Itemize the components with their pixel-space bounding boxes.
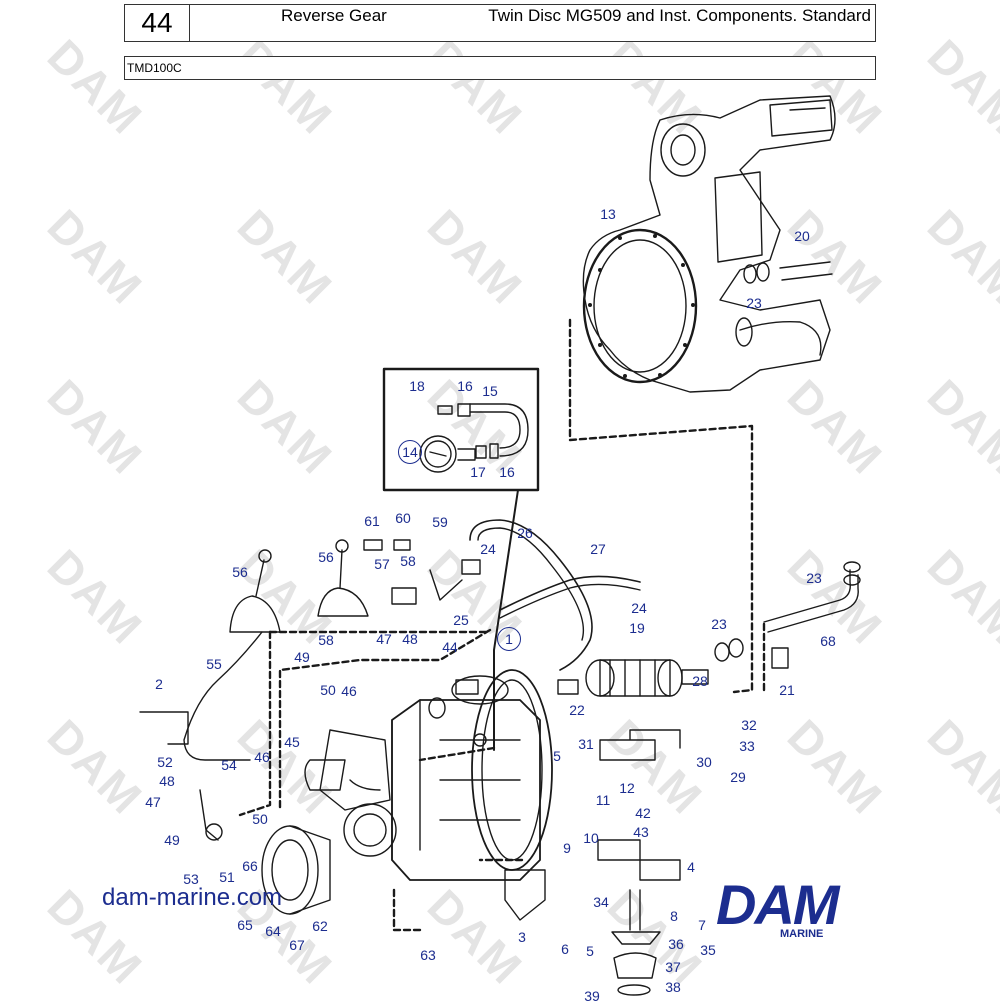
callout-c46b: 46 [254,749,270,765]
callout-c52: 52 [157,754,173,770]
callout-c4: 4 [687,859,695,875]
callout-c24b: 24 [631,600,647,616]
callout-c34: 34 [593,894,609,910]
callout-c60: 60 [395,510,411,526]
callout-c56b: 56 [318,549,334,565]
callout-c21: 21 [779,682,795,698]
callout-c61: 61 [364,513,380,529]
callout-c33: 33 [739,738,755,754]
callout-c22: 22 [569,702,585,718]
callout-c5a: 5 [553,748,561,764]
callout-c44: 44 [442,639,458,655]
callout-c42: 42 [635,805,651,821]
callout-c11: 11 [595,792,611,808]
oil-cooler-drawing [557,638,744,697]
callout-c48a: 48 [402,631,418,647]
callout-c43: 43 [633,824,649,840]
callout-c9: 9 [563,840,571,856]
callout-c56a: 56 [232,564,248,580]
callout-c50a: 50 [320,682,336,698]
callout-c49a: 49 [294,649,310,665]
callout-c20: 20 [794,228,810,244]
callout-c15: 15 [482,383,498,399]
callout-ring-c1 [497,627,521,651]
model-box: TMD100C [124,56,876,80]
callout-c19: 19 [629,620,645,636]
model-label: TMD100C [127,61,182,75]
callout-c26: 26 [517,525,533,541]
callout-c66: 66 [242,858,258,874]
callout-c18: 18 [409,378,425,394]
callout-c30: 30 [696,754,712,770]
callout-c8: 8 [670,908,678,924]
callout-c39: 39 [584,988,600,1004]
callout-c67: 67 [289,937,305,953]
callout-c45: 45 [284,734,300,750]
page-number: 44 [125,5,190,41]
callout-c38: 38 [665,979,681,995]
callout-c62: 62 [312,918,328,934]
callout-c16a: 16 [457,378,473,394]
callout-c16b: 16 [499,464,515,480]
callout-c46a: 46 [341,683,357,699]
callout-c32: 32 [741,717,757,733]
callout-c24a: 24 [480,541,496,557]
callout-c68: 68 [820,633,836,649]
callout-c23c: 23 [711,616,727,632]
callout-c25: 25 [453,612,469,628]
page-subtitle: Twin Disc MG509 and Inst. Components. St… [488,6,871,25]
gearbox-drawing [261,669,553,915]
engine-block-drawing [582,95,836,393]
callout-c7: 7 [698,917,706,933]
callout-c35: 35 [700,942,716,958]
callout-c2: 2 [155,676,163,692]
site-url: dam-marine.com [102,884,283,911]
dam-logo-subtext: MARINE [780,928,824,940]
callout-c37: 37 [665,959,681,975]
callout-c3: 3 [518,929,526,945]
callout-c64: 64 [265,923,281,939]
control-lever-drawing [229,539,369,633]
callout-c55: 55 [206,656,222,672]
callout-c28: 28 [692,673,708,689]
callout-c65: 65 [237,917,253,933]
callout-c47a: 47 [376,631,392,647]
callout-c47b: 47 [145,794,161,810]
callout-c17: 17 [470,464,486,480]
callout-c6: 6 [561,941,569,957]
callout-c29: 29 [730,769,746,785]
callout-c57: 57 [374,556,390,572]
callout-c63: 63 [420,947,436,963]
header-box: 44 Reverse Gear Twin Disc MG509 and Inst… [124,4,876,42]
callout-c54: 54 [221,757,237,773]
callout-c53: 53 [183,871,199,887]
callout-c48b: 48 [159,773,175,789]
callout-c10: 10 [583,830,599,846]
callout-c58a: 58 [400,553,416,569]
callout-c12: 12 [619,780,635,796]
callout-c5b: 5 [586,943,594,959]
dam-logo: DAM [716,873,840,936]
callout-c50b: 50 [252,811,268,827]
callout-c51: 51 [219,869,235,885]
callout-c27: 27 [590,541,606,557]
callout-c31: 31 [578,736,594,752]
callout-c59: 59 [432,514,448,530]
page-title: Reverse Gear [281,6,387,25]
callout-c23a: 23 [746,295,762,311]
callout-c49b: 49 [164,832,180,848]
callout-c23b: 23 [806,570,822,586]
gauge-drawing [419,403,529,473]
callout-c58b: 58 [318,632,334,648]
callout-c13: 13 [600,206,616,222]
callout-c36: 36 [668,936,684,952]
flywheel-housing-ring [582,228,698,384]
callout-ring-c14 [398,440,422,464]
